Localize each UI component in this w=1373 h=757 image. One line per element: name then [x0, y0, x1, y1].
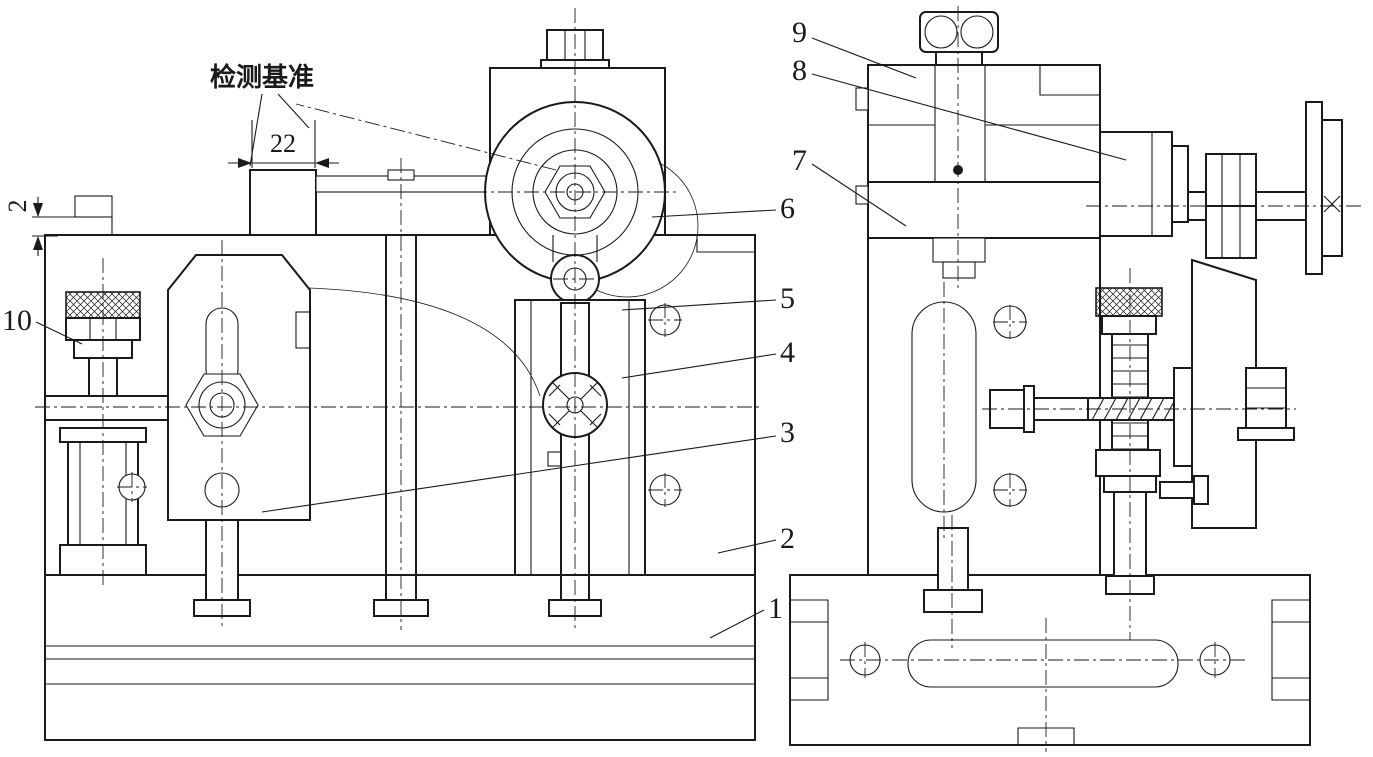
dim-step: 2 [3, 200, 32, 213]
callout-4: 4 [780, 336, 795, 369]
side-hex-bolt [1245, 367, 1287, 429]
stop-plate [249, 169, 317, 236]
callout-2: 2 [780, 522, 795, 555]
callout-6: 6 [780, 192, 795, 225]
base-slot [907, 639, 1179, 688]
front-view [35, 8, 762, 741]
callout-10: 10 [2, 304, 32, 337]
side-view [789, 6, 1362, 752]
cylinder-body [1099, 131, 1173, 237]
callout-9: 9 [792, 16, 807, 49]
end-flange [1305, 101, 1323, 275]
callout-7: 7 [792, 144, 807, 177]
callout-3: 3 [780, 416, 795, 449]
datum-label: 检测基准 [210, 62, 314, 93]
knurled-nut-side [1095, 287, 1163, 317]
rod-hex-nut [1205, 153, 1257, 207]
datum-step-block [74, 195, 113, 218]
callout-5: 5 [780, 282, 795, 315]
horizontal-rod [44, 395, 169, 421]
dim-width: 22 [270, 129, 296, 158]
annotations: 检测基准 22 2 10 9 8 7 6 5 4 3 2 1 [2, 16, 1127, 639]
callout-1: 1 [768, 592, 783, 625]
callout-8: 8 [792, 54, 807, 87]
fixture-body [867, 64, 1101, 576]
t-bolt [937, 527, 969, 591]
